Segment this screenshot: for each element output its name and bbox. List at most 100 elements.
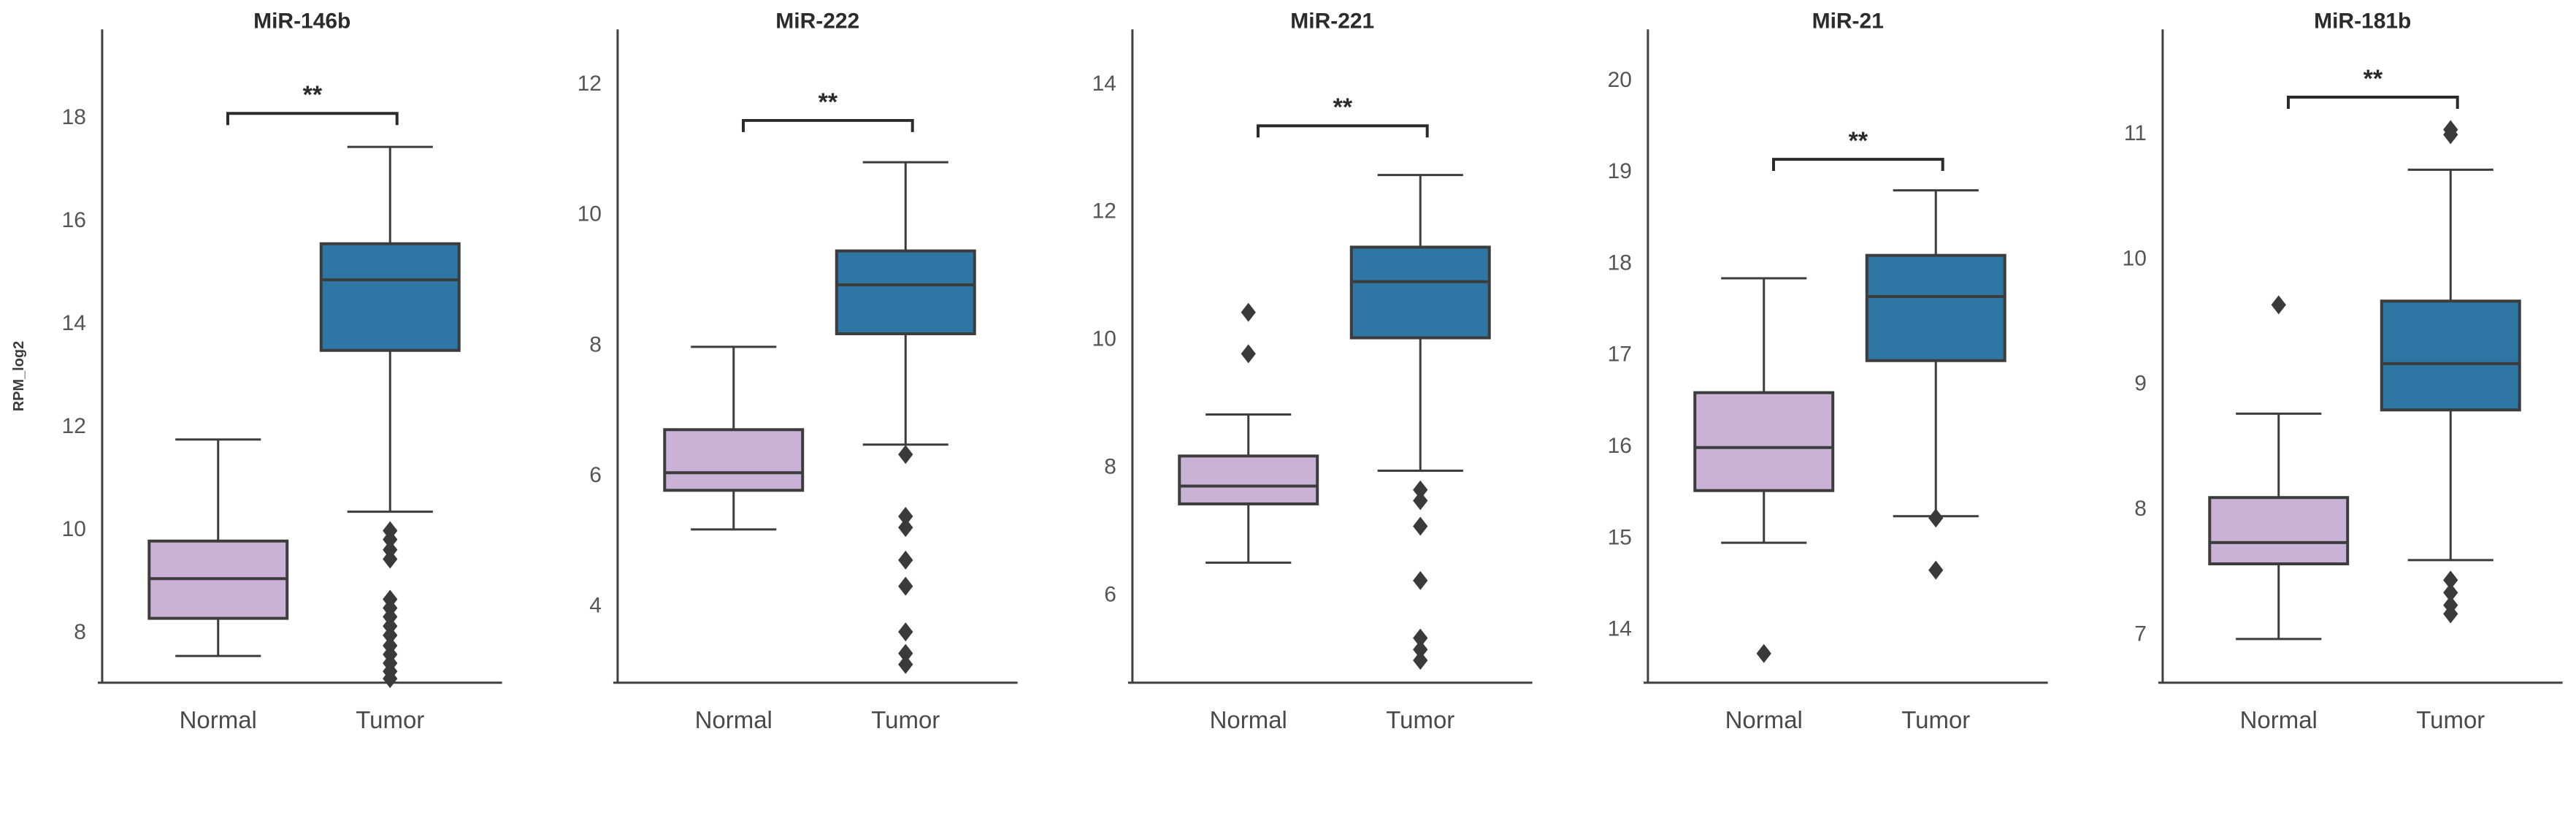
y-tick-label: 4 [589, 594, 602, 618]
box-rect [2208, 496, 2350, 566]
y-tick-label: 8 [74, 620, 86, 644]
y-tick-label: 6 [1104, 582, 1116, 606]
y-tick-label: 12 [1092, 199, 1116, 223]
significance-bracket [2287, 95, 2460, 109]
y-tick-label: 10 [2123, 246, 2147, 270]
significance-bracket [741, 118, 914, 132]
y-tick-label: 10 [1092, 327, 1116, 351]
panel-title: MiR-21 [1812, 9, 1883, 33]
outlier-marker [1413, 480, 1428, 500]
y-tick-label: 15 [1607, 525, 1631, 549]
outlier-marker [1413, 640, 1428, 660]
y-tick-label: 8 [1104, 454, 1116, 478]
y-tick-label: 7 [2135, 622, 2147, 646]
outlier-marker [1413, 651, 1428, 670]
x-tick-label-tumor: Tumor [1386, 706, 1454, 733]
outlier-marker [1241, 344, 1257, 364]
box-rect [1865, 253, 2006, 362]
outlier-marker [2443, 125, 2458, 145]
boxplot-tumor [2380, 120, 2522, 624]
y-tick-label: 8 [2135, 497, 2147, 521]
outlier-marker [897, 445, 913, 465]
boxplot-normal [2208, 295, 2350, 641]
outlier-marker [897, 643, 913, 663]
y-tick-label: 20 [1607, 68, 1631, 92]
box-rect [2380, 299, 2522, 412]
outlier-marker [1928, 508, 1944, 528]
y-tick-label: 6 [589, 463, 602, 487]
y-tick-label: 16 [1607, 434, 1631, 458]
y-tick-label: 12 [577, 72, 601, 96]
outlier-marker [897, 654, 913, 674]
box-rect [1178, 454, 1319, 505]
boxplot-normal [147, 438, 289, 657]
panel-title: MiR-222 [775, 9, 859, 33]
y-tick-label: 14 [1092, 72, 1116, 96]
significance-bracket [226, 112, 399, 126]
y-tick-label: 19 [1607, 159, 1631, 183]
outlier-marker [897, 622, 913, 642]
box-rect [1349, 245, 1491, 340]
box-rect [835, 249, 976, 335]
boxplot-normal [1693, 277, 1835, 663]
significance-marker: ** [303, 81, 323, 109]
outlier-marker [1413, 516, 1428, 536]
outlier-marker [897, 550, 913, 570]
x-tick-label-tumor: Tumor [1901, 706, 1970, 733]
y-tick-label: 18 [62, 105, 86, 129]
boxplot-tumor [835, 161, 976, 674]
y-tick-label: 9 [2135, 372, 2147, 396]
outlier-marker [897, 518, 913, 538]
outlier-marker [1413, 628, 1428, 648]
outlier-marker [897, 576, 913, 596]
y-tick-label: 18 [1607, 251, 1631, 275]
panel-title: MiR-181b [2315, 9, 2412, 33]
y-tick-label: 10 [62, 517, 86, 541]
significance-bracket [1257, 124, 1429, 138]
y-tick-label: 10 [577, 202, 601, 226]
x-tick-label-normal: Normal [2240, 706, 2318, 733]
x-tick-label-normal: Normal [1725, 706, 1802, 733]
outlier-marker [2443, 583, 2458, 603]
significance-bracket [1771, 158, 1944, 172]
outlier-marker [1928, 560, 1944, 580]
x-tick-label-tumor: Tumor [356, 706, 424, 733]
x-tick-label-tumor: Tumor [871, 706, 940, 733]
y-tick-label: 8 [589, 332, 602, 356]
y-axis-label: RPM_log2 [11, 341, 27, 412]
outlier-marker [2443, 604, 2458, 624]
x-tick-label-normal: Normal [1210, 706, 1287, 733]
outlier-marker [2271, 295, 2287, 315]
x-tick-label-normal: Normal [694, 706, 772, 733]
outlier-marker [2443, 570, 2458, 590]
y-tick-label: 14 [1607, 617, 1631, 641]
boxplot-tumor [1865, 189, 2006, 580]
box-rect [319, 242, 461, 352]
box-rect [662, 428, 804, 492]
boxplot-tumor [319, 145, 461, 689]
panel-title: MiR-146b [253, 9, 350, 33]
boxplot-tumor [1349, 174, 1491, 670]
significance-marker: ** [818, 88, 837, 116]
boxplot-normal [1178, 302, 1319, 564]
y-tick-label: 12 [62, 414, 86, 438]
outlier-marker [1413, 491, 1428, 511]
x-tick-label-tumor: Tumor [2417, 706, 2485, 733]
outlier-marker [1756, 643, 1771, 663]
x-tick-label-normal: Normal [180, 706, 257, 733]
y-tick-label: 11 [2124, 121, 2147, 145]
y-tick-label: 17 [1607, 343, 1631, 367]
boxplot-normal [662, 345, 804, 531]
box-rect [1693, 391, 1835, 492]
